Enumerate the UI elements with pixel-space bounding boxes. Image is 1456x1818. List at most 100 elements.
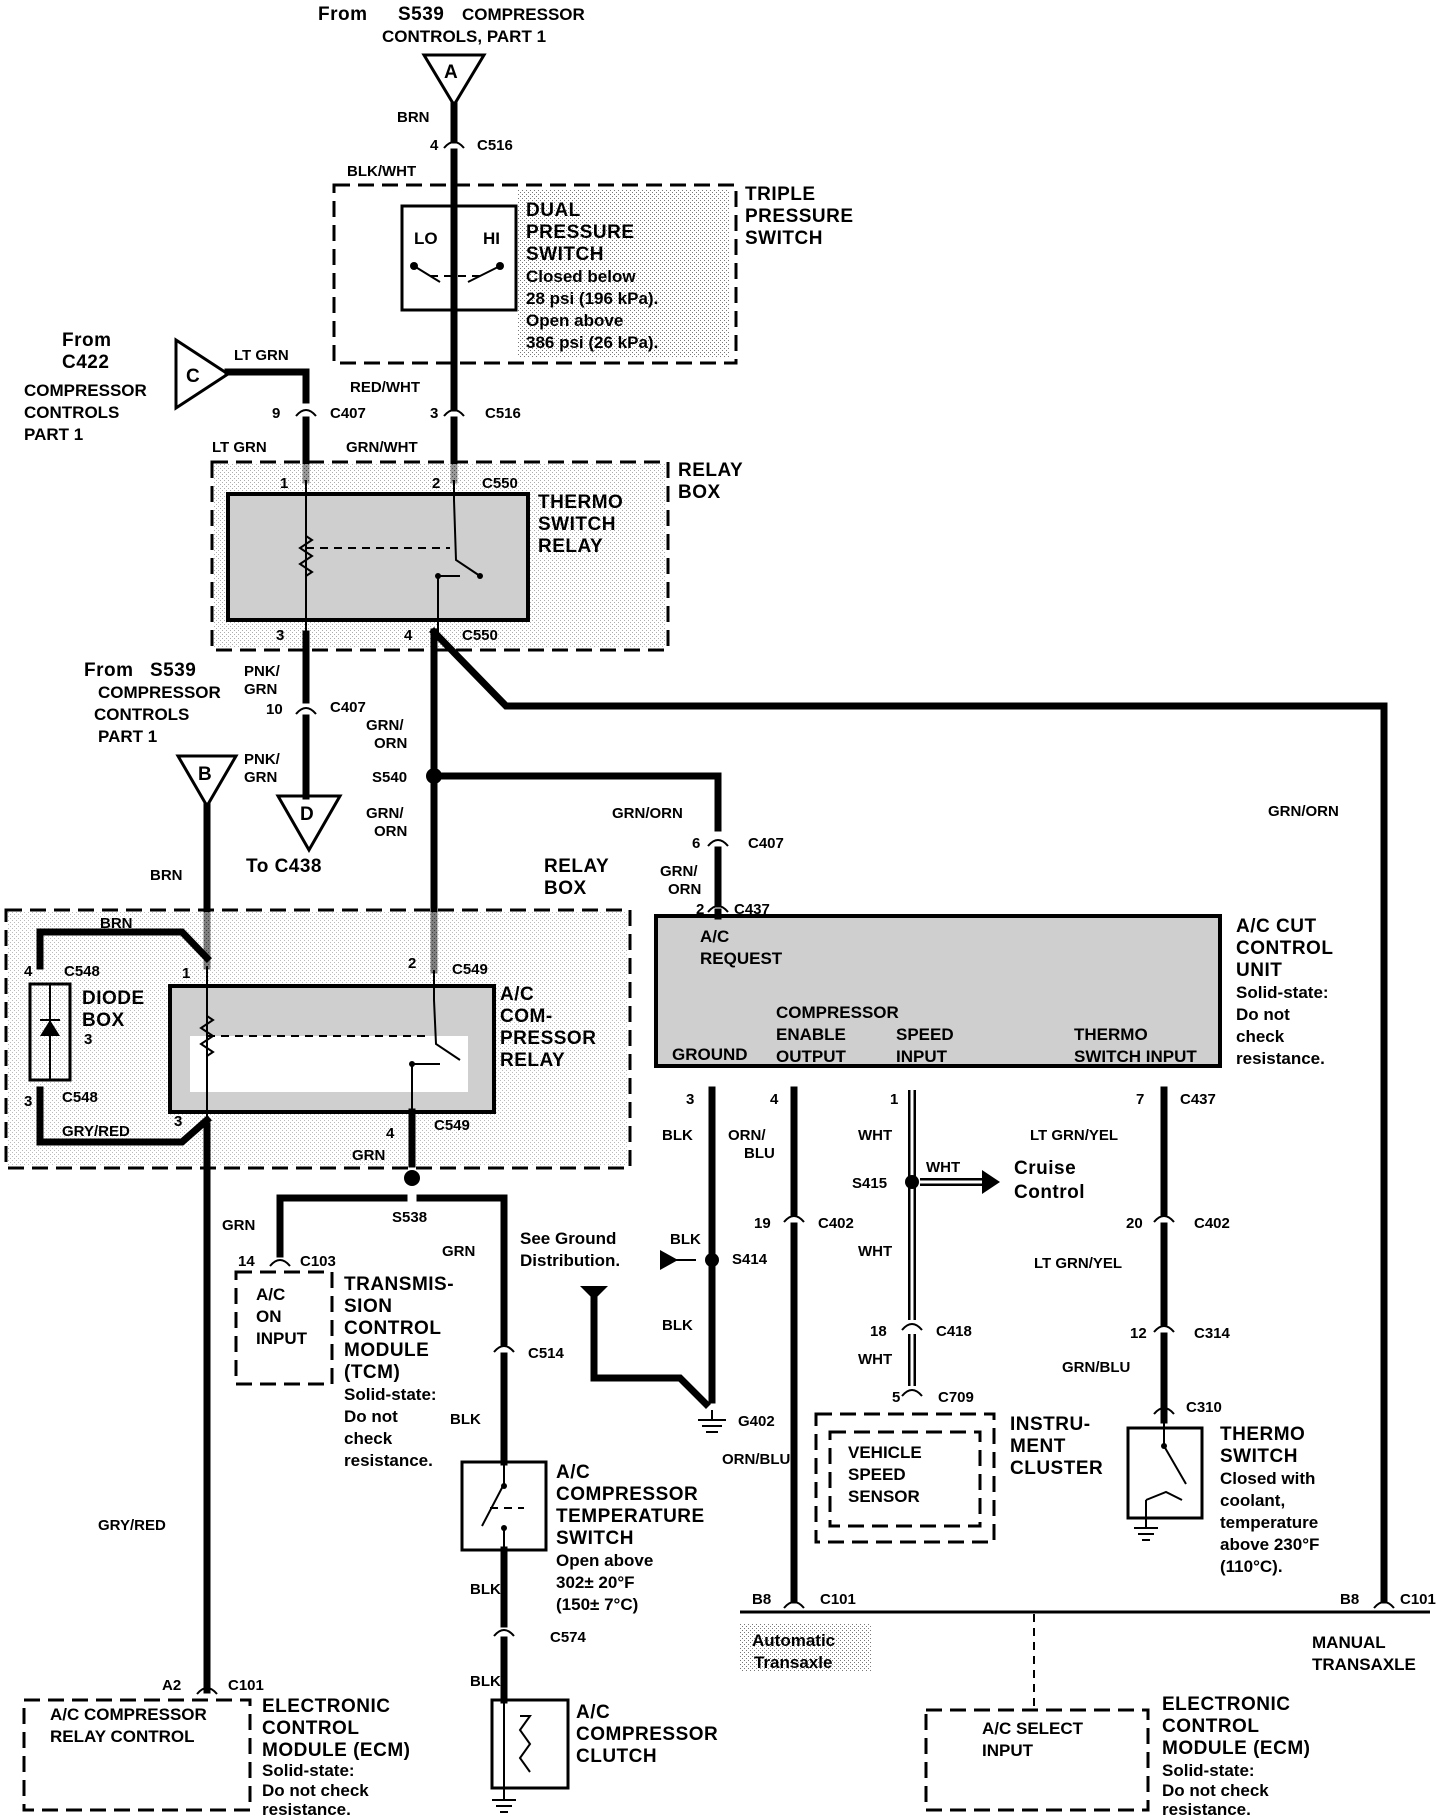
wire-grn-3 [416, 1194, 508, 1346]
connector-c407-right-mark [707, 839, 729, 847]
connector-c314: C314 [1194, 1325, 1231, 1342]
pin-10-c407: 10 [266, 701, 283, 718]
comp-relay-3: PRESSOR [500, 1028, 596, 1049]
pin-3-c548a: 3 [84, 1031, 92, 1048]
wire-label-grn-1: GRN [352, 1147, 385, 1164]
triple-pressure-shading [518, 190, 730, 358]
dual-6: Open above [526, 311, 623, 330]
connector-c516-bottom-mark [443, 409, 465, 417]
ac-request-1: A/C [700, 927, 729, 946]
manual-transaxle-1: MANUAL [1312, 1633, 1386, 1652]
pin-6-c407: 6 [692, 835, 700, 852]
cluster-dashed-box [814, 1412, 996, 1544]
connector-c407-b: C407 [330, 699, 366, 716]
connector-triangle-d [275, 794, 343, 854]
ecm-right-3: MODULE (ECM) [1162, 1738, 1310, 1759]
ecm-left-1: ELECTRONIC [262, 1696, 391, 1717]
ecm-left-in-1: A/C COMPRESSOR [50, 1705, 207, 1724]
vss-2: SPEED [848, 1465, 906, 1484]
c422-l3: PART 1 [24, 425, 83, 444]
instrument-cluster: VEHICLE SPEED SENSOR INSTRU- MENT CLUSTE… [814, 1412, 1103, 1544]
s539b-splice: S539 [150, 660, 196, 681]
connector-letter-d: D [300, 804, 314, 825]
wire-label-blk-wht: BLK/WHT [347, 163, 416, 180]
wire-label-blk-6: BLK [662, 1317, 693, 1334]
connector-c407-c: C407 [748, 835, 784, 852]
pin-19-c402: 19 [754, 1215, 771, 1232]
wire-label-blk-5: BLK [670, 1231, 701, 1248]
ground-terminal: GROUND [672, 1045, 748, 1064]
ecm-right-5: Do not check [1162, 1781, 1269, 1800]
wire-label-grn-orn-1: GRN/ [366, 717, 404, 734]
comp-temp-3: TEMPERATURE [556, 1506, 705, 1527]
thermo-relay-3: RELAY [538, 536, 603, 557]
pin-3-c550: 3 [276, 627, 284, 644]
wire-label-grn-orn-right: GRN/ORN [1268, 803, 1339, 820]
splice-s538 [404, 1170, 420, 1186]
clutch-2: COMPRESSOR [576, 1724, 718, 1745]
manual-transaxle-2: TRANSAXLE [1312, 1655, 1416, 1674]
splice-s538-label: S538 [392, 1209, 427, 1226]
wire-grn-orn-right [429, 627, 1388, 1604]
wire-label-pnk-grn-1: PNK/ [244, 663, 281, 680]
connector-c402-b: C402 [1194, 1215, 1230, 1232]
to-c438: D To C438 [246, 794, 343, 877]
comp-temp-6: 302± 20°F [556, 1573, 635, 1592]
tcm-in-3: INPUT [256, 1329, 308, 1348]
pin-4-c516: 4 [430, 137, 439, 154]
cut-unit-4: Solid-state: [1236, 983, 1329, 1002]
cluster-3: CLUSTER [1010, 1458, 1103, 1479]
connector-c101-b: C101 [820, 1591, 856, 1608]
diode-box-title-1: DIODE [82, 988, 145, 1009]
s539b-from: From [84, 660, 134, 681]
ecm-right-in-1: A/C SELECT [982, 1719, 1084, 1738]
cut-unit-box [654, 914, 1222, 1068]
cut-unit-1: A/C CUT [1236, 916, 1317, 937]
ecm-left-5: Do not check [262, 1781, 369, 1800]
connector-c407-a: C407 [330, 405, 366, 422]
wire-label-lt-grn-in: LT GRN [234, 347, 289, 364]
pin-12-c314: 12 [1130, 1325, 1147, 1342]
pin-7-cut: 7 [1136, 1091, 1144, 1108]
tcm-title-4: MODULE [344, 1340, 429, 1361]
wire-label-gry-red-2: GRY/RED [98, 1517, 166, 1534]
connector-c574: C574 [550, 1629, 587, 1646]
lo-contact [413, 265, 441, 283]
triple-pressure-switch: LO HI TRIPLE PRESSURE SWITCH DUAL PRESSU… [332, 183, 853, 365]
wire-label-grn-blu: GRN/BLU [1062, 1359, 1130, 1376]
ac-request-2: REQUEST [700, 949, 783, 968]
thermo-sw-6: above 230°F [1220, 1535, 1319, 1554]
connector-c437-top-mark [707, 905, 729, 913]
pin-4-c550: 4 [404, 627, 413, 644]
connector-c549-a: C549 [452, 961, 488, 978]
dual-3: SWITCH [526, 244, 604, 265]
ecm-right-1: ELECTRONIC [1162, 1694, 1291, 1715]
relay-box-1-title-2: BOX [678, 482, 721, 503]
connector-c549-b: C549 [434, 1117, 470, 1134]
relay-box-1-dashed [210, 460, 670, 652]
connector-c402-a: C402 [818, 1215, 854, 1232]
tcm-title-5: (TCM) [344, 1362, 400, 1383]
pin-1-cut: 1 [890, 1091, 898, 1108]
wire-label-red-wht: RED/WHT [350, 379, 420, 396]
wire-label-brn-b: BRN [150, 867, 183, 884]
pin-9-c407: 9 [272, 405, 280, 422]
wire-label-grn-orn-h: GRN/ORN [612, 805, 683, 822]
speed-input-1: SPEED [896, 1025, 954, 1044]
pin-5-c709: 5 [892, 1389, 900, 1406]
comp-enable-3: OUTPUT [776, 1047, 847, 1066]
splice-s414 [705, 1253, 719, 1267]
wire-label-grn-orn-1b: ORN [374, 735, 407, 752]
connector-c418: C418 [936, 1323, 972, 1340]
source-line1: COMPRESSOR [462, 5, 585, 24]
source-c422: From C422 COMPRESSOR CONTROLS PART 1 C [24, 330, 231, 444]
cut-unit-6: check [1236, 1027, 1285, 1046]
s539b-l2: CONTROLS [94, 705, 189, 724]
pin-b8-b: B8 [1340, 1591, 1359, 1608]
pin-2-c437: 2 [696, 901, 704, 918]
tcm-title-2: SION [344, 1296, 392, 1317]
connector-c548-b: C548 [62, 1089, 98, 1106]
auto-transaxle-1: Automatic [752, 1631, 835, 1650]
comp-temp-7: (150± 7°C) [556, 1595, 638, 1614]
compressor-temperature-switch: A/C COMPRESSOR TEMPERATURE SWITCH Open a… [460, 1460, 705, 1614]
